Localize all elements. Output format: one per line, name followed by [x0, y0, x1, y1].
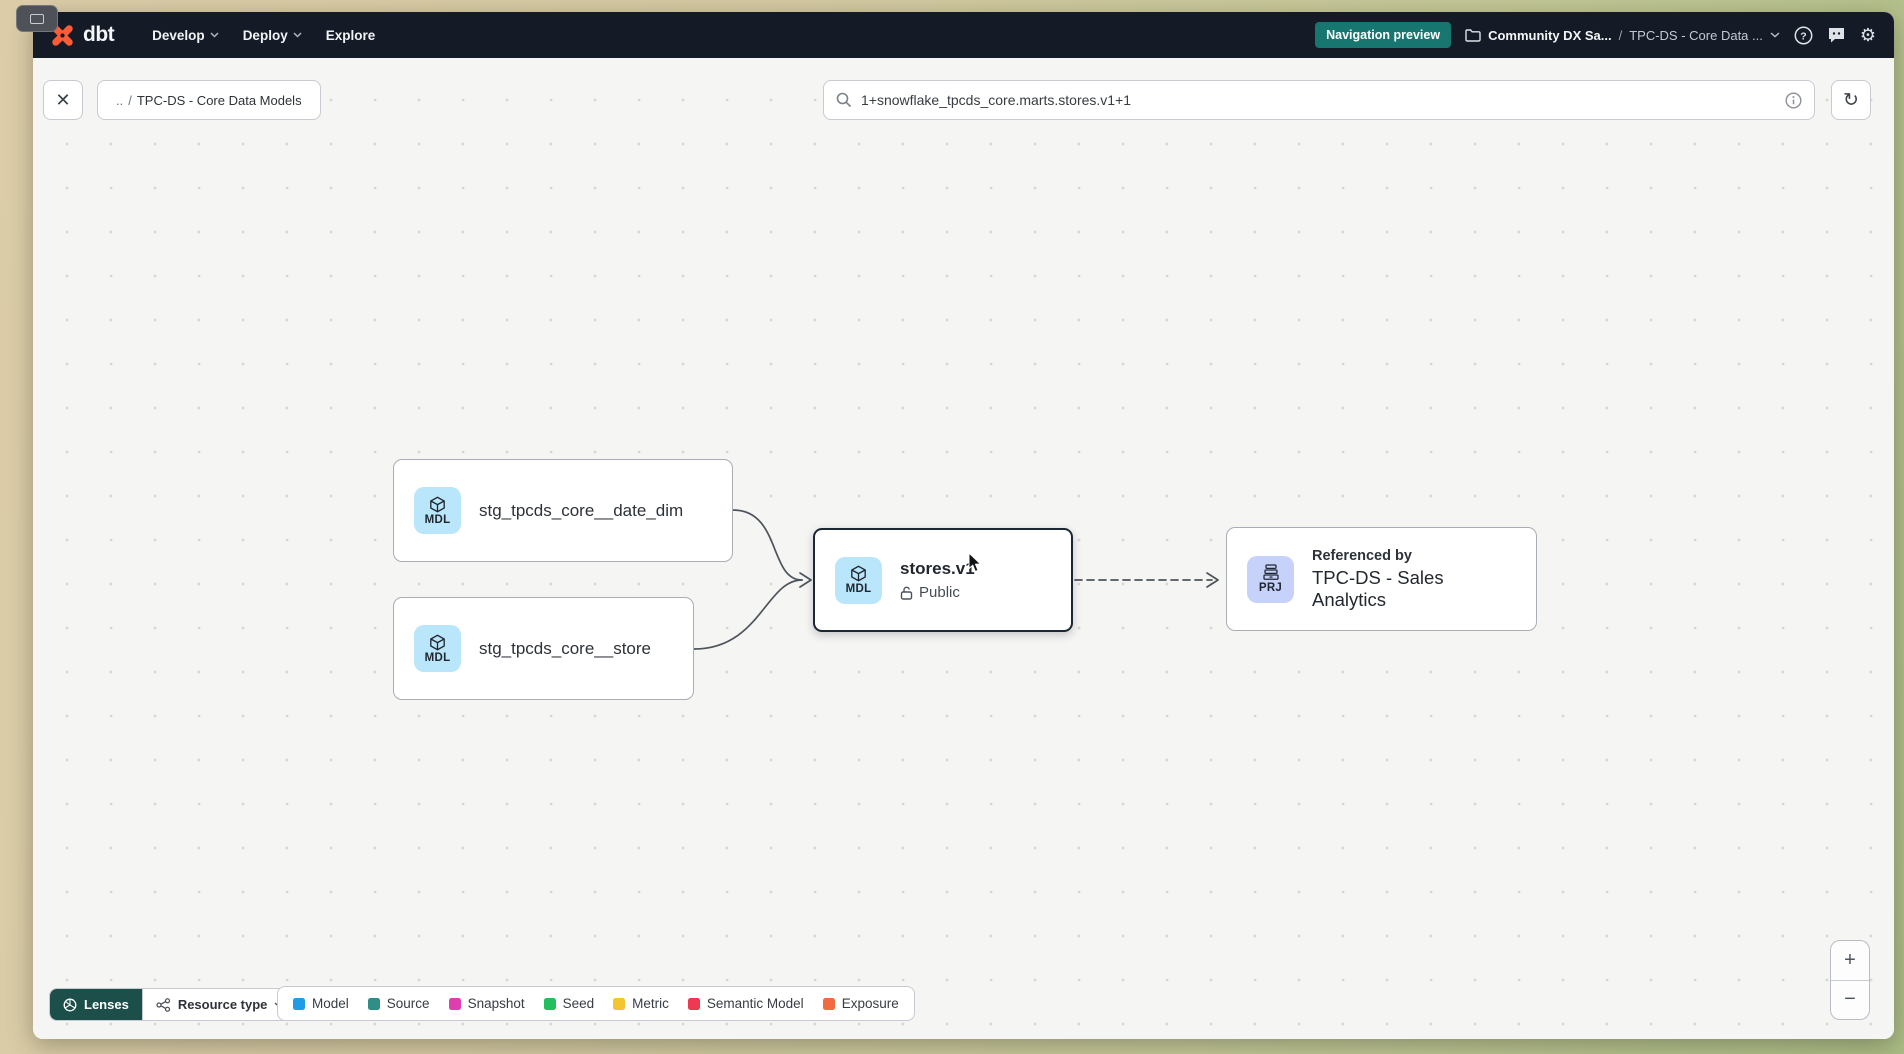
legend-swatch — [293, 997, 305, 1010]
legend-item-source: Source — [367, 996, 430, 1011]
close-button[interactable]: ✕ — [43, 80, 83, 120]
zoom-in-button[interactable]: + — [1831, 941, 1869, 981]
node-stg-tpcds-core-store[interactable]: MDL stg_tpcds_core__store — [393, 597, 694, 700]
node-stg-tpcds-core-date-dim[interactable]: MDL stg_tpcds_core__date_dim — [393, 459, 733, 562]
breadcrumb-project[interactable]: Community DX Sa... — [1488, 27, 1612, 43]
lineage-edges — [693, 509, 1219, 650]
legend-swatch — [687, 997, 700, 1010]
breadcrumb-section[interactable]: TPC-DS - Core Data ... — [1629, 27, 1763, 43]
legend-swatch — [822, 997, 835, 1010]
legend-swatch — [367, 997, 380, 1010]
search-icon — [836, 92, 852, 108]
cube-icon — [430, 496, 445, 512]
dbt-logo-icon — [52, 24, 73, 46]
edge-arrowhead-icon — [1206, 572, 1219, 588]
svg-text:?: ? — [1800, 30, 1806, 42]
node-label: stg_tpcds_core__store — [479, 638, 651, 658]
edge-arrowhead-icon — [799, 572, 812, 588]
lens-aperture-icon — [63, 998, 77, 1011]
edge-date-dim-to-stores — [732, 509, 803, 581]
legend-swatch — [543, 997, 556, 1010]
resource-type-icon — [156, 997, 170, 1012]
resource-type-dropdown[interactable]: Resource type — [141, 989, 298, 1020]
navigation-preview-badge[interactable]: Navigation preview — [1315, 22, 1452, 48]
feedback-icon[interactable] — [1827, 26, 1846, 44]
screen-widget[interactable] — [16, 5, 58, 32]
node-stores-v1[interactable]: MDL stores.v1 Public — [813, 528, 1073, 632]
lineage-canvas[interactable]: ✕ .. / TPC-DS - Core Data Models ↻ — [33, 58, 1894, 1039]
edge-store-to-stores — [693, 579, 803, 650]
model-badge: MDL — [414, 625, 461, 672]
lenses-control: Lenses Resource type — [49, 988, 299, 1021]
chevron-down-icon[interactable] — [1770, 32, 1780, 38]
project-badge: PRJ — [1247, 555, 1294, 603]
menu-deploy[interactable]: Deploy — [231, 20, 314, 51]
model-badge: MDL — [835, 556, 882, 604]
settings-gear-icon[interactable]: ⚙ — [1859, 25, 1876, 45]
top-navbar: dbt Develop Deploy Explore Navigation pr… — [33, 12, 1894, 58]
zoom-controls: + − — [1830, 940, 1870, 1020]
chevron-down-icon — [293, 32, 302, 38]
model-badge: MDL — [414, 487, 461, 534]
legend-swatch — [448, 997, 461, 1010]
cube-icon — [851, 565, 866, 582]
menu-explore[interactable]: Explore — [325, 27, 376, 43]
app-window: dbt Develop Deploy Explore Navigation pr… — [33, 12, 1894, 1039]
cube-icon — [430, 634, 445, 650]
referenced-by-label: Referenced by — [1312, 547, 1412, 564]
access-level: Public — [900, 584, 975, 601]
selector-searchbar — [823, 80, 1815, 120]
folder-icon — [1465, 28, 1481, 42]
legend-item-semantic-model: Semantic Model — [687, 996, 804, 1011]
help-icon[interactable]: ? — [1794, 26, 1813, 45]
info-icon[interactable] — [1785, 91, 1802, 109]
menu-develop[interactable]: Develop — [140, 20, 231, 51]
legend-item-seed: Seed — [543, 996, 594, 1011]
lineage-path-chip[interactable]: .. / TPC-DS - Core Data Models — [97, 80, 321, 120]
drawers-icon — [1262, 564, 1279, 580]
legend-item-model: Model — [293, 996, 349, 1011]
legend-item-exposure: Exposure — [822, 996, 899, 1011]
project-name: TPC-DS - Sales Analytics — [1312, 566, 1444, 610]
resource-legend: Model Source Snapshot Seed Metric Semant… — [277, 986, 915, 1021]
dbt-logo[interactable]: dbt — [49, 22, 115, 49]
window-icon — [30, 13, 44, 24]
legend-item-metric: Metric — [613, 996, 669, 1011]
legend-item-snapshot: Snapshot — [448, 996, 525, 1011]
node-referenced-by-project[interactable]: PRJ Referenced by TPC-DS - Sales Analyti… — [1226, 527, 1537, 631]
brand-text: dbt — [83, 23, 115, 46]
unlock-icon — [900, 586, 913, 600]
lenses-button[interactable]: Lenses — [50, 989, 142, 1020]
selector-search-input[interactable] — [861, 92, 1776, 108]
legend-swatch — [613, 997, 626, 1010]
breadcrumb[interactable]: Community DX Sa... / TPC-DS - Core Data … — [1465, 28, 1780, 43]
zoom-out-button[interactable]: − — [1844, 988, 1856, 1011]
chevron-down-icon — [210, 32, 219, 38]
node-label: stg_tpcds_core__date_dim — [479, 500, 684, 520]
refresh-button[interactable]: ↻ — [1831, 80, 1871, 120]
node-label: stores.v1 — [900, 559, 975, 578]
